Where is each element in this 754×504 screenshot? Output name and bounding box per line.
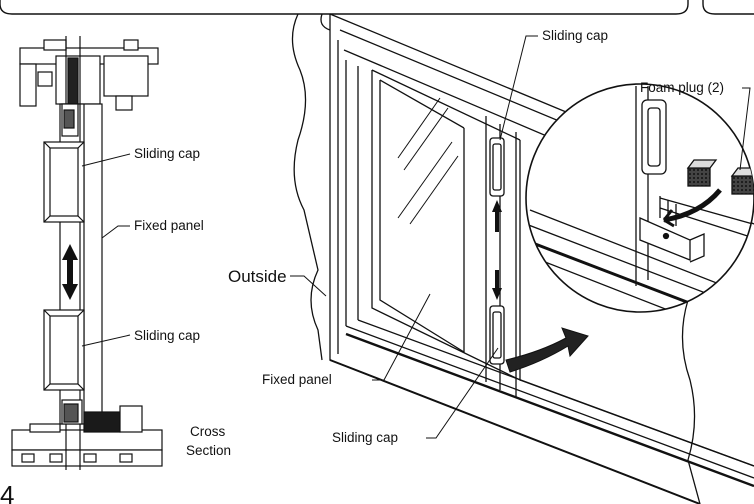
perspective-arrows bbox=[492, 200, 502, 300]
cross-section-arrows bbox=[62, 244, 78, 300]
cs-caption-line2: Section bbox=[186, 443, 231, 458]
top-frame-boxes bbox=[0, 0, 754, 15]
pv-fixed-panel-label: Fixed panel bbox=[262, 372, 332, 387]
perspective-drawing bbox=[291, 13, 754, 504]
down-arrow-icon bbox=[62, 262, 78, 300]
perspective-sliding-caps bbox=[489, 137, 505, 365]
cs-caption-line1: Cross bbox=[190, 424, 226, 439]
down-arrow-icon bbox=[492, 270, 502, 300]
cs-sliding-cap-top-label: Sliding cap bbox=[134, 146, 200, 161]
pv-sliding-cap-bottom-label: Sliding cap bbox=[332, 430, 398, 445]
glass-reflections bbox=[397, 97, 459, 225]
cs-sliding-cap-bottom-label: Sliding cap bbox=[134, 328, 200, 343]
perspective-leaders bbox=[290, 35, 751, 439]
cross-section-drawing bbox=[11, 36, 163, 470]
perspective-labels: Sliding cap Foam plug (2) Outside Fixed … bbox=[228, 28, 724, 445]
foam-plug-label: Foam plug (2) bbox=[640, 80, 724, 95]
cs-fixed-panel-label: Fixed panel bbox=[134, 218, 204, 233]
up-arrow-icon bbox=[492, 200, 502, 232]
detail-magnifier bbox=[525, 83, 754, 313]
cross-section-labels: Sliding cap Fixed panel Sliding cap Cros… bbox=[134, 146, 231, 458]
pv-sliding-cap-top-label: Sliding cap bbox=[542, 28, 608, 43]
outside-label: Outside bbox=[228, 267, 287, 286]
cross-section-leaders bbox=[81, 153, 131, 347]
insertion-arrow-icon bbox=[505, 327, 589, 373]
step-number: 4 bbox=[0, 480, 14, 504]
